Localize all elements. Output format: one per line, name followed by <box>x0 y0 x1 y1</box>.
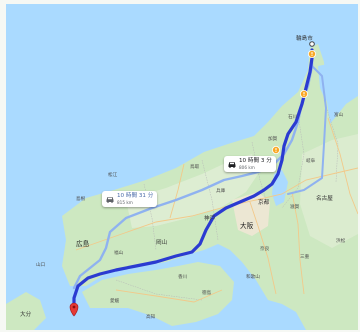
primary-route-callout[interactable]: 10 時間 3 分 806 km <box>224 156 276 172</box>
incident-warning-icon[interactable] <box>300 90 308 98</box>
label-hiroshima: 広島 <box>76 239 90 248</box>
label-hyogo: 兵庫 <box>216 187 226 194</box>
alternate-route-distance: 815 km <box>117 200 133 205</box>
label-mie: 三重 <box>300 253 310 260</box>
label-osaka: 大阪 <box>240 221 254 230</box>
label-kobe: 神戸 <box>204 214 216 222</box>
label-kochi: 高知 <box>146 313 156 320</box>
primary-route[interactable] <box>72 48 314 316</box>
label-kagawa: 香川 <box>178 273 188 280</box>
alternate-route-east[interactable] <box>287 65 327 195</box>
incident-warning-icon[interactable] <box>272 146 280 154</box>
primary-route-duration: 10 時間 3 分 <box>239 158 272 164</box>
label-hamamatsu: 浜松 <box>336 237 346 244</box>
land-uplands <box>126 154 258 228</box>
label-ehime: 愛媛 <box>110 297 120 304</box>
toyama-bay <box>318 64 332 102</box>
highways <box>75 117 358 303</box>
label-fukuyama: 福山 <box>114 249 124 256</box>
label-matsue: 松江 <box>108 171 118 178</box>
label-yamaguchi: 山口 <box>36 261 46 268</box>
prefecture-borders <box>115 99 339 301</box>
alternate-route-duration: 10 時間 31 分 <box>117 193 154 199</box>
label-tokushima: 徳島 <box>202 289 212 296</box>
land-kyushu <box>6 292 46 330</box>
map-view[interactable]: 輪島市 石川 富山 加賀 福井 岐阜 松江 鳥取 島根 兵庫 滋賀 岡山 神戸 … <box>6 4 358 330</box>
label-kyoto: 京都 <box>258 198 270 206</box>
land-awaji <box>234 230 246 252</box>
car-icon <box>228 162 236 168</box>
label-destination-city: 輪島市 <box>296 34 313 42</box>
origin-location-pin-icon[interactable] <box>69 302 79 317</box>
alternate-route-callout[interactable]: 10 時間 31 分 815 km <box>102 191 158 207</box>
label-nara: 奈良 <box>260 245 270 252</box>
destination-endpoint-icon[interactable] <box>309 41 315 47</box>
label-tottori: 鳥取 <box>190 163 200 170</box>
label-shimane: 島根 <box>76 195 86 202</box>
primary-route-distance: 806 km <box>239 165 255 170</box>
label-okayama: 岡山 <box>156 238 167 246</box>
car-icon <box>106 197 114 203</box>
label-nagoya: 名古屋 <box>316 194 333 202</box>
label-gifu: 岐阜 <box>306 157 316 164</box>
label-ishikawa: 石川 <box>288 114 298 120</box>
label-toyama: 富山 <box>334 111 344 118</box>
label-shiga: 滋賀 <box>290 203 300 210</box>
label-wakayama: 和歌山 <box>246 273 260 280</box>
land-shikoku <box>82 262 234 326</box>
map-canvas[interactable]: 輪島市 石川 富山 加賀 福井 岐阜 松江 鳥取 島根 兵庫 滋賀 岡山 神戸 … <box>6 4 358 330</box>
label-kaga: 加賀 <box>268 135 278 142</box>
land-uplands-east <box>300 134 358 248</box>
incident-warning-icon[interactable] <box>308 50 316 58</box>
label-oita: 大分 <box>20 310 32 318</box>
